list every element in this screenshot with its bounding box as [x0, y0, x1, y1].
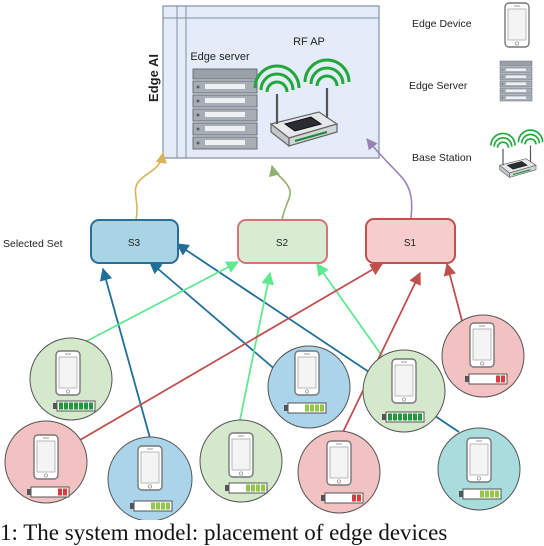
device-d5-battery-icon — [283, 402, 327, 414]
edge-server-label: Edge server — [190, 51, 250, 63]
device-d9-battery-icon — [458, 488, 502, 500]
legend-edge-device-label: Edge Device — [412, 18, 472, 30]
rf-ap-label: RF AP — [293, 36, 325, 48]
device-d6-phone-icon — [391, 358, 417, 404]
set-s2-label: S2 — [276, 238, 289, 249]
link-d4-s2 — [239, 271, 274, 421]
device-d9-phone-icon — [466, 437, 492, 483]
device-d3-battery-icon — [129, 500, 173, 512]
device-d4-phone-icon — [228, 432, 254, 478]
link-d6-s2 — [316, 262, 386, 361]
device-d3-phone-icon — [137, 445, 163, 491]
set-s2: S2 — [237, 219, 328, 264]
figure-caption: 1: The system model: placement of edge d… — [0, 520, 448, 545]
device-d5 — [267, 345, 351, 429]
device-d2 — [4, 420, 88, 504]
device-d5-phone-icon — [294, 350, 320, 396]
edge-ai-title: Edge AI — [146, 54, 161, 102]
link-d5-s3 — [149, 261, 279, 373]
device-d6-battery-icon — [381, 411, 425, 423]
uplink-s3-arrow — [134, 151, 167, 221]
device-d7-battery-icon — [320, 492, 364, 504]
system-model-diagram: Edge AI Edge server RF AP Edge Device Ed… — [3, 2, 544, 520]
edge-server-icon — [192, 68, 258, 150]
set-s3-label: S3 — [128, 238, 141, 249]
set-s3: S3 — [90, 219, 179, 264]
device-d4-battery-icon — [224, 482, 268, 494]
link-d1-s2 — [84, 261, 240, 343]
device-d2-battery-icon — [26, 486, 70, 498]
set-s1: S1 — [365, 218, 456, 264]
device-d3 — [107, 436, 193, 520]
device-d7-phone-icon — [326, 440, 352, 486]
device-d4 — [199, 419, 283, 503]
selected-set-label: Selected Set — [3, 238, 63, 250]
legend: Edge Device Edge Server Base Station — [409, 2, 544, 179]
link-d7-s1 — [342, 271, 421, 433]
device-d9 — [437, 427, 521, 511]
device-d7 — [297, 430, 381, 514]
device-d8-battery-icon — [464, 373, 508, 385]
device-d8 — [441, 314, 525, 398]
legend-base-station-label: Base Station — [412, 152, 472, 164]
device-d1 — [29, 337, 113, 421]
device-d2-phone-icon — [33, 434, 59, 480]
uplink-s2-arrow — [269, 164, 291, 221]
legend-base-station-icon — [490, 129, 544, 179]
legend-edge-server-label: Edge Server — [409, 80, 468, 92]
edge-ai-box: Edge AI Edge server RF AP — [146, 5, 380, 159]
uplinks — [134, 138, 413, 221]
set-s1-label: S1 — [404, 238, 417, 249]
device-d6 — [362, 349, 446, 433]
legend-server-icon — [499, 60, 533, 102]
link-d2-s1 — [79, 263, 384, 441]
device-d8-phone-icon — [469, 322, 495, 368]
link-d3-s3 — [99, 267, 151, 439]
uplink-s1-arrow — [366, 138, 413, 219]
legend-phone-icon — [504, 2, 530, 48]
device-d1-phone-icon — [55, 350, 81, 396]
device-d1-battery-icon — [52, 400, 96, 412]
